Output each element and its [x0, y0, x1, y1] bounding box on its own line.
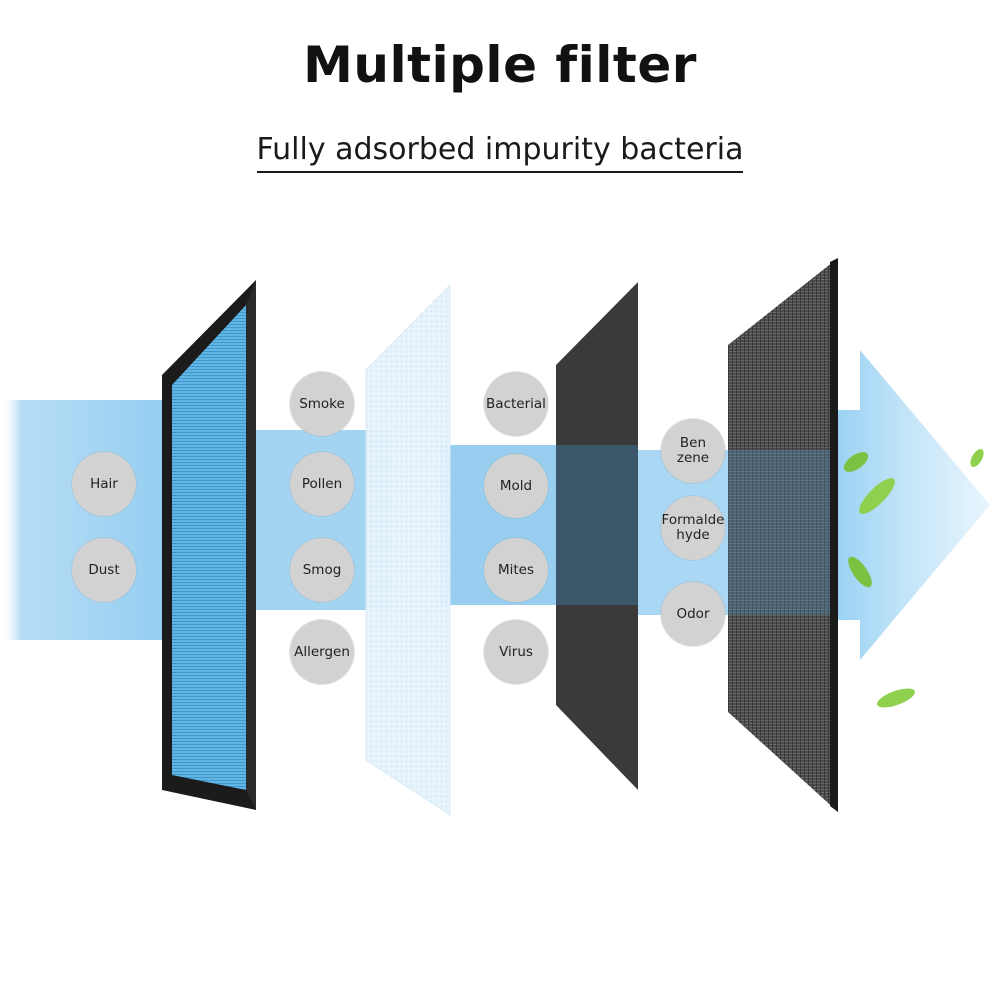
pollutant-bubble-bacterial: Bacterial — [484, 372, 548, 436]
pollutant-bubble-odor: Odor — [661, 582, 725, 646]
airflow-arrow-icon — [838, 350, 990, 660]
airflow-band-mid1 — [245, 430, 390, 610]
pollutant-bubble-mites: Mites — [484, 538, 548, 602]
subtitle-text: Fully adsorbed impurity bacteria — [256, 132, 744, 173]
pollutant-bubble-allergen: Allergen — [290, 620, 354, 684]
carbon-mesh-filter-panel-icon — [728, 258, 838, 812]
pollutant-bubble-benzene: Ben zene — [661, 419, 725, 483]
pollutant-bubble-pollen: Pollen — [290, 452, 354, 516]
pollutant-bubble-formaldehyde: Formalde hyde — [661, 496, 725, 560]
cotton-filter-sheet-icon — [365, 283, 451, 816]
pollutant-bubble-hair: Hair — [72, 452, 136, 516]
pollutant-bubble-mold: Mold — [484, 454, 548, 518]
leaf-icon — [843, 448, 984, 708]
pollutant-bubble-smog: Smog — [290, 538, 354, 602]
pollutant-bubble-virus: Virus — [484, 620, 548, 684]
pollutant-bubble-dust: Dust — [72, 538, 136, 602]
page-subtitle: Fully adsorbed impurity bacteria — [0, 132, 1000, 173]
hepa-filter-panel-icon — [162, 280, 256, 810]
airflow-band-left — [0, 400, 170, 640]
carbon-filter-sheet-icon — [556, 282, 638, 790]
page-title: Multiple filter — [303, 36, 697, 94]
pollutant-bubble-smoke: Smoke — [290, 372, 354, 436]
